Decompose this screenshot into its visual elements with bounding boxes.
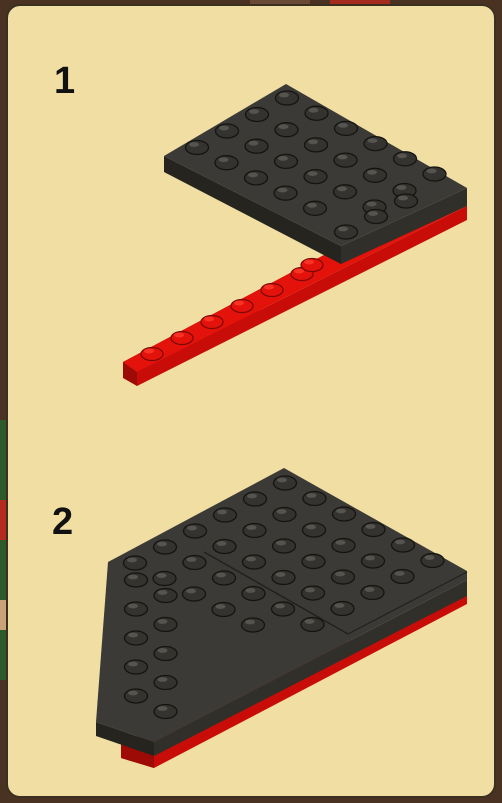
- stud-highlight: [128, 633, 138, 638]
- stud-highlight: [217, 541, 227, 546]
- stud-highlight: [425, 555, 435, 560]
- stud-highlight: [246, 557, 256, 562]
- stud-highlight: [158, 619, 168, 624]
- stud-highlight: [216, 604, 226, 609]
- stud-highlight: [365, 556, 375, 561]
- stud-highlight: [336, 540, 346, 545]
- stud-highlight: [366, 524, 376, 529]
- step-2-illustration: [8, 6, 496, 798]
- stud-highlight: [158, 648, 168, 653]
- stud-highlight: [246, 588, 256, 593]
- stud-highlight: [186, 589, 196, 594]
- stud-highlight: [128, 691, 138, 696]
- stud-highlight: [336, 509, 346, 514]
- stud-highlight: [395, 571, 405, 576]
- stud-highlight: [305, 588, 315, 593]
- stud-highlight: [217, 510, 227, 515]
- stud-highlight: [277, 509, 287, 514]
- stud-highlight: [187, 526, 197, 531]
- stud-highlight: [365, 587, 375, 592]
- stud-highlight: [127, 558, 137, 563]
- stud-highlight: [216, 573, 226, 578]
- stud-highlight: [276, 541, 286, 546]
- stud-highlight: [245, 620, 255, 625]
- stud-highlight: [306, 556, 316, 561]
- dark-gray-wedge-plate-pair: [96, 468, 467, 756]
- stud-highlight: [157, 542, 167, 547]
- stud-highlight: [158, 590, 168, 595]
- stud-highlight: [277, 478, 287, 483]
- stud-highlight: [247, 525, 257, 530]
- stud-highlight: [128, 604, 138, 609]
- stud-highlight: [307, 493, 317, 498]
- stud-highlight: [335, 603, 345, 608]
- stud-highlight: [395, 540, 405, 545]
- stud-highlight: [305, 619, 315, 624]
- stud-highlight: [275, 604, 285, 609]
- stud-highlight: [158, 706, 168, 711]
- stud-highlight: [335, 572, 345, 577]
- stud-highlight: [128, 662, 138, 667]
- stud-highlight: [306, 525, 316, 530]
- stud-highlight: [158, 677, 168, 682]
- stud-highlight: [187, 557, 197, 562]
- stud-highlight: [247, 494, 257, 499]
- stud-highlight: [128, 575, 138, 580]
- stud-highlight: [157, 573, 167, 578]
- instruction-panel: 1 2: [6, 4, 496, 798]
- stud-highlight: [276, 572, 286, 577]
